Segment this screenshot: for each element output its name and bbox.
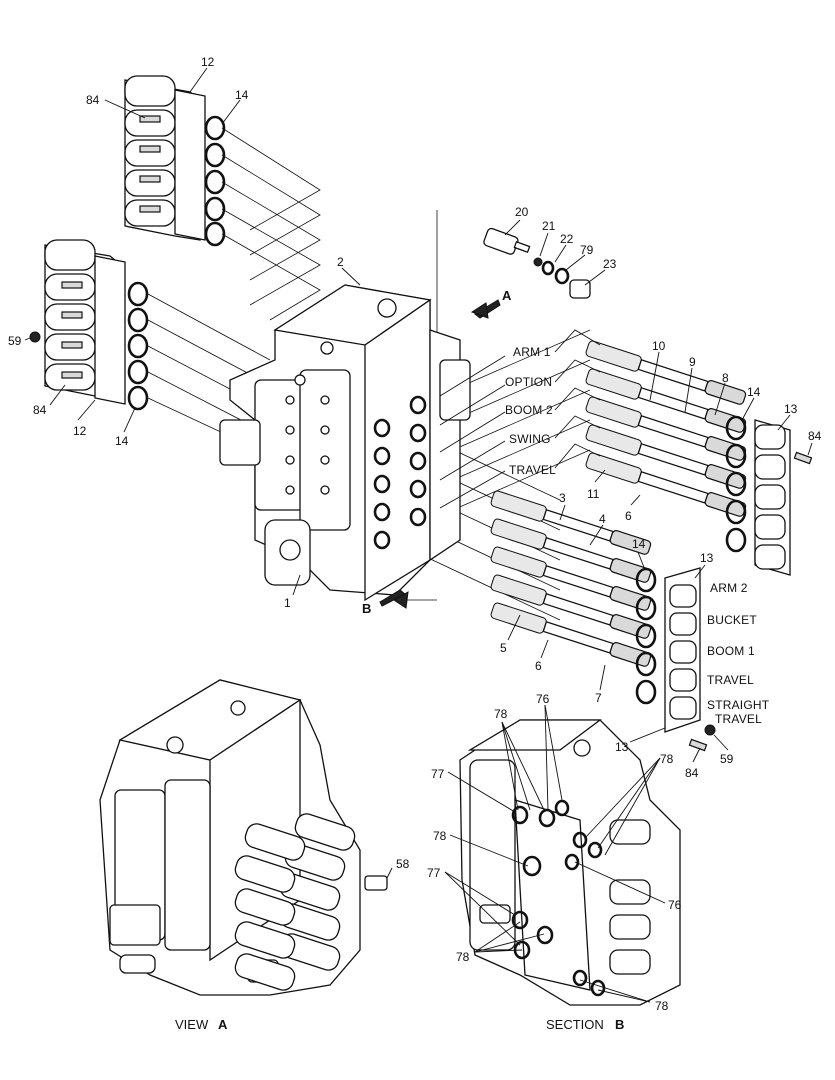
view-marker-b: B xyxy=(362,601,371,616)
view-marker-a: A xyxy=(502,288,512,303)
callout-10: 10 xyxy=(652,339,666,353)
callout-14-mid: 14 xyxy=(632,537,646,551)
callout-22: 22 xyxy=(560,232,574,246)
spool-group-upper xyxy=(585,340,813,576)
callout-84-bottom: 84 xyxy=(685,766,699,780)
label-boom-1: BOOM 1 xyxy=(707,644,755,658)
label-option: OPTION xyxy=(505,375,552,389)
callout-78-e: 78 xyxy=(655,999,669,1013)
callout-1: 1 xyxy=(284,596,291,610)
label-arm-1: ARM 1 xyxy=(513,345,551,359)
callout-76-a: 76 xyxy=(536,692,550,706)
label-arm-2: ARM 2 xyxy=(710,581,748,595)
callout-76-b: 76 xyxy=(668,898,682,912)
section-b-leaders xyxy=(444,704,666,1003)
callout-59-left: 59 xyxy=(8,334,22,348)
view-marker-labels: A B xyxy=(362,288,512,616)
callout-12-left: 12 xyxy=(73,424,87,438)
callout-20: 20 xyxy=(515,205,529,219)
callout-21: 21 xyxy=(542,219,556,233)
callout-84-top: 84 xyxy=(86,93,100,107)
callout-78-d: 78 xyxy=(456,950,470,964)
caption-section-letter: B xyxy=(615,1017,624,1032)
callout-14-top: 14 xyxy=(235,88,249,102)
spool-labels-left: ARM 1 OPTION BOOM 2 SWING TRAVEL xyxy=(505,345,556,477)
label-travel-left: TRAVEL xyxy=(509,463,556,477)
view-arrows xyxy=(379,299,501,609)
callout-14-left: 14 xyxy=(115,434,129,448)
callout-4: 4 xyxy=(599,512,606,526)
callout-84-left: 84 xyxy=(33,403,47,417)
section-b-illustration xyxy=(459,719,681,1006)
label-straight-travel: TRAVEL xyxy=(715,712,762,726)
callout-23: 23 xyxy=(603,257,617,271)
callout-8: 8 xyxy=(722,371,729,385)
callout-leaders xyxy=(24,67,813,763)
label-straight: STRAIGHT xyxy=(707,698,770,712)
callout-9: 9 xyxy=(689,355,696,369)
label-travel-right: TRAVEL xyxy=(707,673,754,687)
caption-section-prefix: SECTION xyxy=(546,1017,604,1032)
caption-view-prefix: VIEW xyxy=(175,1017,209,1032)
callout-6-right: 6 xyxy=(625,509,632,523)
callout-78-a: 78 xyxy=(494,707,508,721)
callout-13-right: 13 xyxy=(784,402,798,416)
callout-59-bottom: 59 xyxy=(720,752,734,766)
view-a-illustration xyxy=(99,679,393,996)
label-boom-2: BOOM 2 xyxy=(505,403,553,417)
callout-78-c: 78 xyxy=(433,829,447,843)
callout-7: 7 xyxy=(595,691,602,705)
callout-79: 79 xyxy=(580,243,594,257)
main-valve-body xyxy=(219,284,471,602)
callout-77-b: 77 xyxy=(427,866,441,880)
callout-78-b: 78 xyxy=(660,752,674,766)
callout-11: 11 xyxy=(587,487,600,501)
label-swing: SWING xyxy=(509,432,551,446)
callout-5: 5 xyxy=(500,641,507,655)
callout-12-top: 12 xyxy=(201,55,215,69)
callout-84-right: 84 xyxy=(808,429,822,443)
spool-labels-right: ARM 2 BUCKET BOOM 1 TRAVEL STRAIGHT TRAV… xyxy=(707,581,770,726)
label-bucket: BUCKET xyxy=(707,613,757,627)
pilot-cap-assembly-left xyxy=(29,239,149,411)
callout-58: 58 xyxy=(396,857,410,871)
callout-3: 3 xyxy=(559,491,566,505)
spool-label-leaders xyxy=(439,329,601,509)
callout-13-bottom: 13 xyxy=(615,740,629,754)
part-number-labels: 12 84 14 59 84 12 14 2 1 20 21 22 79 23 … xyxy=(8,55,822,1013)
pilot-cap-assembly-top xyxy=(124,75,226,247)
callout-13-mid: 13 xyxy=(700,551,714,565)
callout-14-right: 14 xyxy=(747,385,761,399)
callout-6-mid: 6 xyxy=(535,659,542,673)
spool-group-lower xyxy=(490,490,716,752)
callout-2: 2 xyxy=(337,255,344,269)
caption-view-letter: A xyxy=(218,1017,228,1032)
view-captions: VIEW A SECTION B xyxy=(175,1017,624,1032)
relief-valve-parts xyxy=(483,227,591,299)
callout-77-a: 77 xyxy=(431,767,445,781)
